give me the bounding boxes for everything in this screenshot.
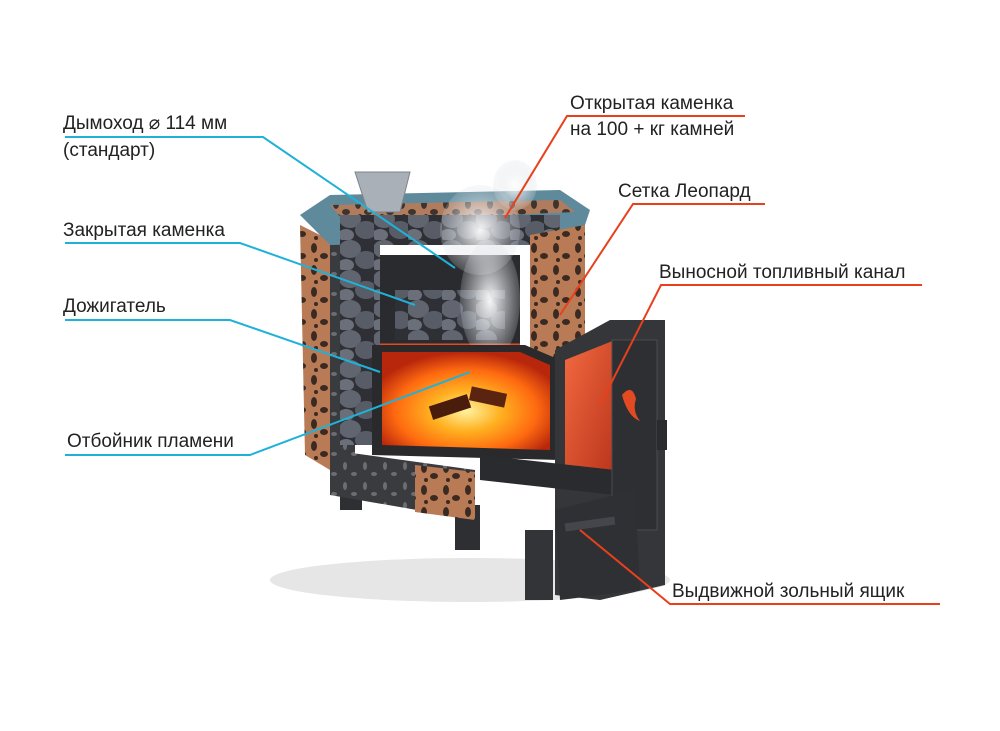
leader-flame-deflector (65, 371, 471, 456)
label-closed-heater-text: Закрытая каменка (63, 220, 225, 241)
leader-afterburner (65, 319, 381, 373)
leopard-mesh-left (300, 225, 330, 470)
leader-ash-drawer (579, 529, 940, 605)
label-open-heater: Открытая каменка на 100 + кг камней (570, 92, 734, 141)
leader-closed-heater (65, 242, 416, 306)
label-chimney-line2: (стандарт) (63, 140, 156, 161)
label-leopard-mesh-text: Сетка Леопард (618, 181, 751, 202)
label-ash-drawer: Выдвижной зольный ящик (672, 580, 904, 603)
label-fuel-channel: Выносной топливный канал (659, 261, 905, 284)
leader-leopard-mesh (559, 203, 765, 316)
leopard-mesh-right (530, 225, 585, 365)
fuel-channel-glow (565, 340, 615, 485)
chimney-spout (354, 171, 411, 213)
label-afterburner: Дожигатель (63, 295, 166, 318)
label-afterburner-text: Дожигатель (63, 296, 166, 317)
label-fuel-channel-text: Выносной топливный канал (659, 262, 906, 283)
label-open-heater-line2: на 100 + кг камней (570, 119, 735, 140)
label-flame-deflector-text: Отбойник пламени (67, 431, 234, 452)
leader-open-heater (504, 115, 745, 219)
label-flame-deflector: Отбойник пламени (67, 430, 234, 453)
ash-mesh-front (415, 465, 475, 520)
label-open-heater-line1: Открытая каменка (570, 93, 734, 114)
leader-chimney (65, 136, 456, 269)
label-chimney-line1: Дымоход ⌀ 114 мм (63, 113, 228, 134)
leader-fuel-channel (599, 284, 922, 406)
label-chimney: Дымоход ⌀ 114 мм (стандарт) (63, 112, 227, 162)
leg (525, 530, 553, 600)
label-ash-drawer-text: Выдвижной зольный ящик (672, 581, 905, 602)
label-closed-heater: Закрытая каменка (63, 219, 225, 242)
label-leopard-mesh: Сетка Леопард (618, 180, 751, 203)
door-handle (657, 420, 667, 450)
door-logo (622, 389, 640, 421)
